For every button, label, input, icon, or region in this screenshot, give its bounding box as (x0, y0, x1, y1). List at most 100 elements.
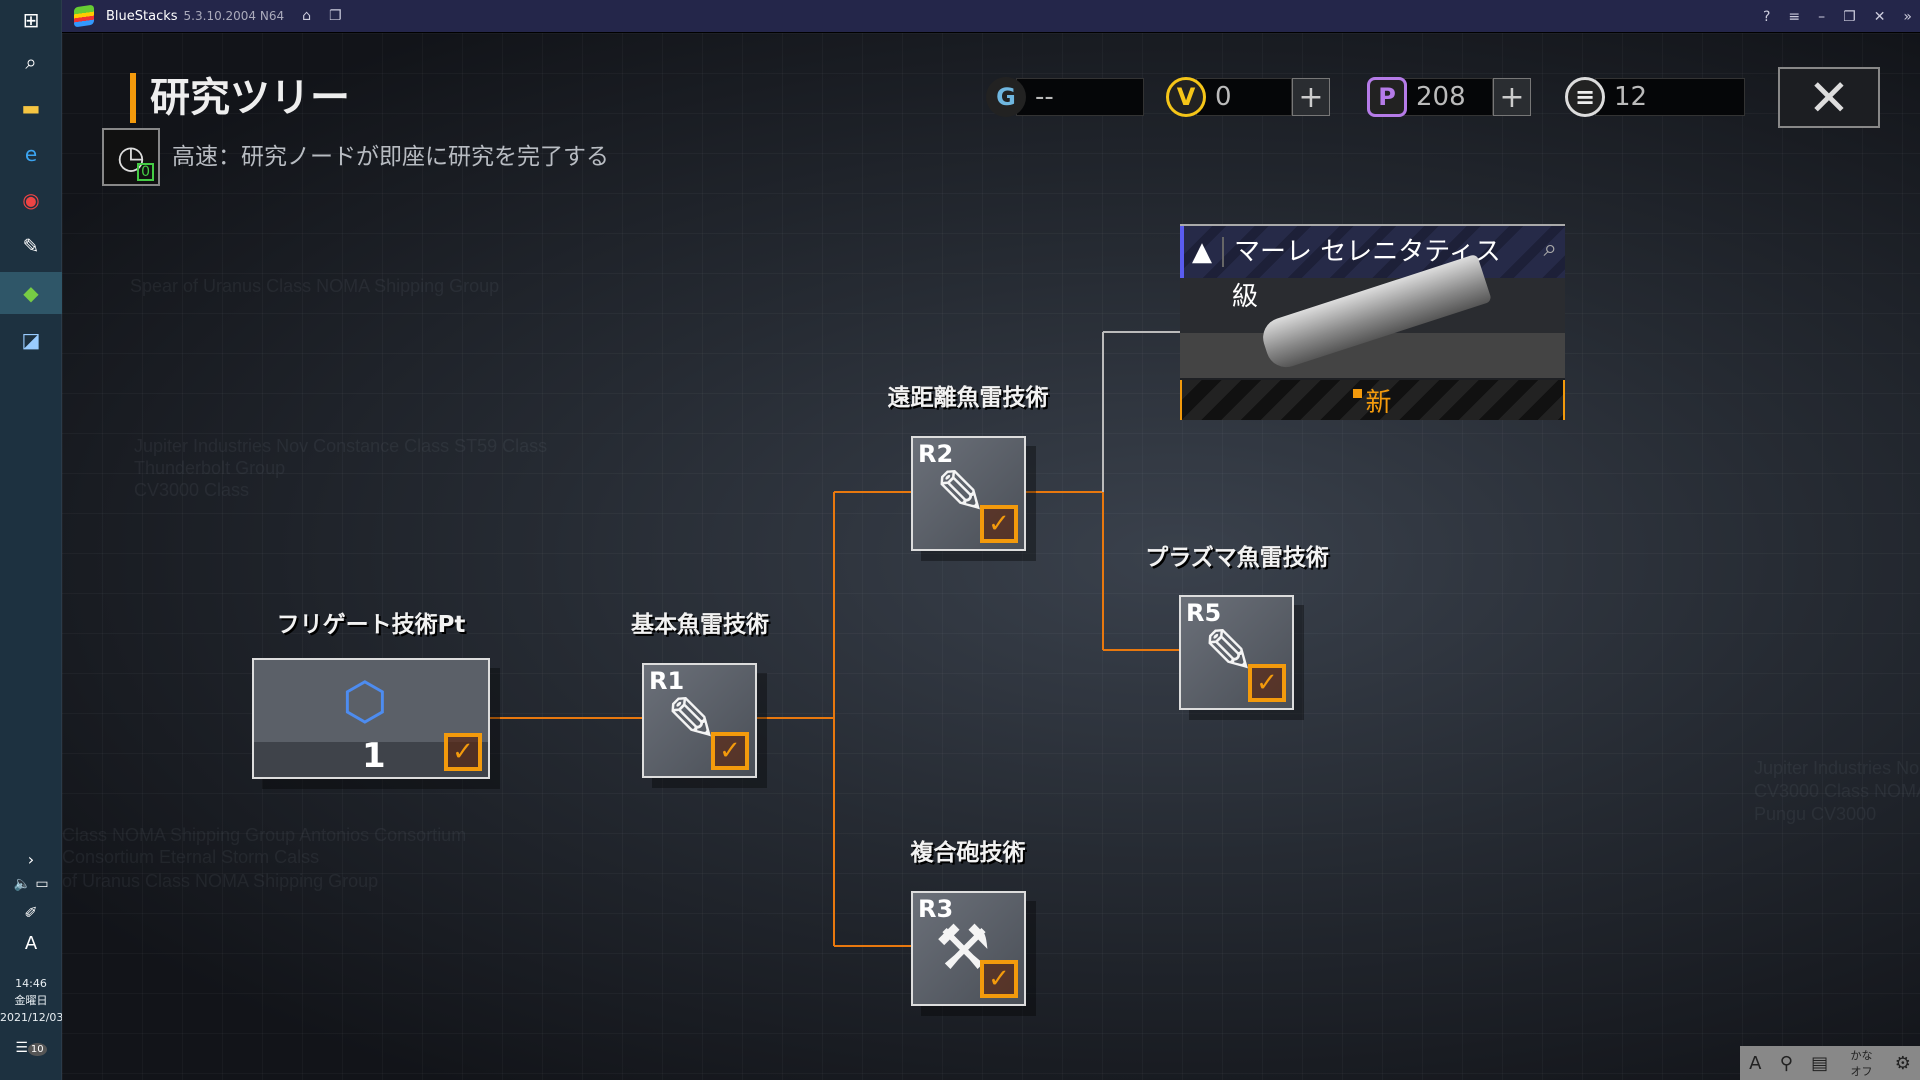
tree-connectors (490, 331, 1180, 947)
bg-text: Thunderbolt Group (134, 458, 286, 478)
node-r2[interactable]: R2 ✎ ✓ (911, 436, 1026, 551)
bg-text: CV3000 Class NOMA S (1754, 781, 1920, 801)
search-icon[interactable]: ⌕ (25, 50, 37, 74)
app-icon[interactable]: ✎ (22, 234, 40, 258)
close-window-icon[interactable]: ✕ (1873, 8, 1886, 25)
plasma-torpedo-icon: ✎ (1203, 615, 1255, 688)
bg-text: Pungu CV3000 (1754, 804, 1877, 824)
currency-purple: P 208 + (1367, 77, 1531, 117)
ship-image (1180, 253, 1565, 378)
app-version: 5.3.10.2004 N64 (183, 9, 285, 23)
currency-value: 0 (1196, 78, 1292, 116)
ship-card-footer: 新 (1180, 380, 1565, 420)
menu-icon[interactable]: ≡ (1788, 8, 1801, 25)
chrome-icon[interactable]: ◉ (22, 188, 40, 212)
ime-toolbar: A ⚲ ▤ かな オフ ⚙ (1740, 1046, 1920, 1080)
ship-unlock-card[interactable]: ▲ マーレ セレニタティス ⌕ 級 新 (1180, 224, 1565, 420)
windows-taskbar: ⊞ ⌕ ▬ e ◉ ✎ ◆ ◪ › 🔈 ▭ ✐ A 14:46 金曜日 2021… (0, 0, 64, 1080)
currency-white: ≡ 12 (1565, 77, 1745, 117)
ship-card-header: ▲ マーレ セレニタティス (1180, 226, 1565, 278)
page-title: 研究ツリー (130, 73, 350, 123)
research-tree-screen: Spear of Uranus Class NOMA Shipping Grou… (62, 33, 1920, 1080)
currency-gold: V 0 + (1166, 77, 1330, 117)
help-icon[interactable]: ? (1762, 8, 1771, 25)
ime-dictionary-icon[interactable]: ▤ (1811, 1052, 1829, 1074)
completed-check-icon: ✓ (711, 732, 749, 770)
speed-up-description: 高速：研究ノードが即座に研究を完了する (172, 144, 609, 170)
notification-count: 10 (27, 1043, 47, 1056)
node-r1[interactable]: R1 ✎ ✓ (642, 663, 757, 778)
add-purple-button[interactable]: + (1493, 78, 1531, 116)
completed-check-icon: ✓ (444, 733, 482, 771)
bg-text: Spear of Uranus Class NOMA Shipping Grou… (130, 276, 500, 296)
ime-mode[interactable]: A (1749, 1052, 1762, 1074)
frigate-points-value: 1 (362, 736, 386, 776)
node-label-r3: 複合砲技術 (910, 840, 1026, 866)
bg-text: Jupiter Industries No (1754, 758, 1920, 778)
ship-class-triangle-icon: ▲ (1192, 237, 1212, 267)
node-tag: R5 (1186, 599, 1222, 627)
purple-p-icon: P (1367, 77, 1407, 117)
close-button[interactable]: ✕ (1778, 67, 1880, 128)
completed-check-icon: ✓ (980, 960, 1018, 998)
node-tag: R3 (918, 895, 954, 923)
currency-value: 208 (1397, 78, 1493, 116)
currency-value: -- (1016, 78, 1144, 116)
windows-start-icon[interactable]: ⊞ (22, 8, 40, 32)
minimize-icon[interactable]: – (1818, 8, 1826, 25)
node-label-r1: 基本魚雷技術 (631, 612, 769, 638)
node-r5[interactable]: R5 ✎ ✓ (1179, 595, 1294, 710)
currency-value: 12 (1595, 78, 1745, 116)
node-label-r2: 遠距離魚雷技術 (887, 385, 1049, 411)
new-badge: 新 (1365, 387, 1392, 418)
file-explorer-icon[interactable]: ▬ (21, 96, 41, 120)
bg-text: Class NOMA Shipping Group Antonios Conso… (62, 825, 467, 845)
ime-kana-toggle[interactable]: かな オフ (1850, 1049, 1873, 1078)
bg-text: Jupiter Industries Nov Constance Class S… (134, 436, 548, 456)
add-gold-button[interactable]: + (1292, 78, 1330, 116)
magnify-search-icon[interactable]: ⌕ (1543, 234, 1557, 262)
notification-icon[interactable]: ☰10 (0, 1040, 62, 1056)
node-frigate-tech-points[interactable]: ⬡ 1 ✓ (252, 658, 490, 779)
node-label-r5: プラズマ魚雷技術 (1145, 545, 1329, 571)
app-name: BlueStacks (106, 8, 178, 24)
ship-name-suffix: 級 (1232, 282, 1259, 312)
completed-check-icon: ✓ (1248, 664, 1286, 702)
clock-weekday: 金曜日 (14, 994, 48, 1007)
speed-up-clock-icon[interactable]: ◷0 (102, 128, 160, 186)
multi-instance-icon[interactable]: ❐ (329, 8, 342, 24)
show-hidden-icons-chevron-icon[interactable]: › (27, 850, 35, 869)
refresh-g-icon: G (986, 77, 1026, 117)
bluestacks-titlebar: BlueStacks 5.3.10.2004 N64 ⌂ ❐ ? ≡ – ❐ ✕… (62, 0, 1920, 33)
bluestacks-logo-icon (74, 4, 94, 28)
long-range-torpedo-icon: ✎ (935, 456, 987, 529)
clock-time: 14:46 (15, 977, 47, 990)
ime-indicator[interactable]: A (24, 933, 38, 954)
ime-settings-gear-icon[interactable]: ⚙ (1894, 1052, 1911, 1074)
node-tag: R1 (649, 667, 685, 695)
restore-icon[interactable]: ❐ (1843, 8, 1856, 25)
home-icon[interactable]: ⌂ (302, 8, 312, 24)
bg-text: CV3000 Class (134, 480, 250, 500)
app-icon-2[interactable]: ◪ (21, 328, 41, 352)
clock-date: 2021/12/03 (0, 1011, 64, 1024)
completed-check-icon: ✓ (980, 505, 1018, 543)
ime-tools-icon[interactable]: ⚲ (1779, 1052, 1793, 1074)
node-label-frigate: フリゲート技術Pt (276, 612, 466, 638)
bg-text: of Uranus Class NOMA Shipping Group (62, 871, 379, 891)
internet-explorer-icon[interactable]: e (24, 142, 38, 166)
sidebar-toggle-icon[interactable]: » (1903, 8, 1912, 25)
speed-up-count: 0 (137, 163, 154, 181)
volume-network-icon[interactable]: 🔈 ▭ (13, 876, 49, 892)
gold-v-icon: V (1166, 77, 1206, 117)
bg-text: Consortium Eternal Storm Calss (62, 847, 320, 867)
taskbar-clock[interactable]: 14:46 金曜日 2021/12/03 (0, 975, 64, 1026)
node-tag: R2 (918, 440, 954, 468)
node-r3[interactable]: R3 ⚒ ✓ (911, 891, 1026, 1006)
frigate-hex-icon: ⬡ (342, 672, 388, 732)
bluestacks-taskbar-icon[interactable]: ◆ (0, 272, 62, 314)
torpedo-icon: ✎ (666, 683, 718, 756)
white-g-icon: ≡ (1565, 77, 1605, 117)
pen-icon[interactable]: ✐ (24, 903, 38, 922)
currency-refresh: G -- (986, 77, 1144, 117)
